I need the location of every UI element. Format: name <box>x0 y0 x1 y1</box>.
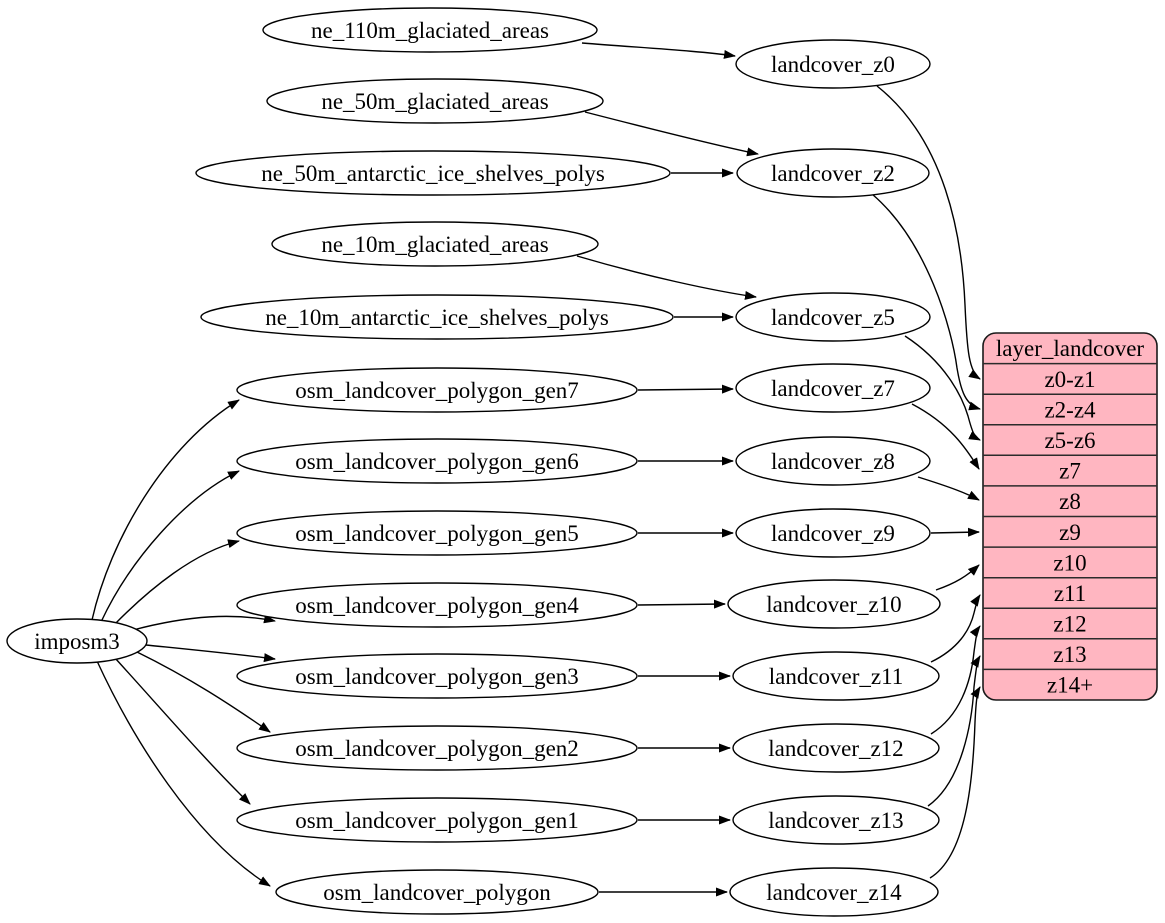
node-label: ne_10m_glaciated_areas <box>321 232 548 257</box>
node-landcover-z7: landcover_z7 <box>735 363 931 413</box>
table-row-z8: z8 <box>1059 489 1081 514</box>
node-landcover-z9: landcover_z9 <box>735 508 931 558</box>
node-landcover-z10: landcover_z10 <box>727 579 941 629</box>
node-label: landcover_z12 <box>768 736 903 761</box>
node-landcover-z11: landcover_z11 <box>732 651 940 701</box>
edge-layer <box>91 42 981 897</box>
node-osm-landcover-polygon-gen6: osm_landcover_polygon_gen6 <box>236 438 638 484</box>
table-row-z10: z10 <box>1053 550 1086 575</box>
edge-imposm3-to-gen5 <box>112 539 240 627</box>
node-ne-50m-antarctic-ice-shelves-polys: ne_50m_antarctic_ice_shelves_polys <box>195 150 671 196</box>
node-osm-landcover-polygon-gen7: osm_landcover_polygon_gen7 <box>236 367 638 413</box>
node-label: landcover_z7 <box>771 376 895 401</box>
edge-z2-to-row-z2-z4 <box>871 193 981 411</box>
edge-imposm3-to-gen7 <box>91 399 240 621</box>
edge-z0-to-row-z0-z1 <box>876 85 981 380</box>
node-osm-landcover-polygon-gen3: osm_landcover_polygon_gen3 <box>236 653 638 699</box>
edge-z8-to-row-z8 <box>917 476 980 501</box>
edge-imposm3-to-gen2 <box>136 651 271 733</box>
table-row-z2-z4: z2-z4 <box>1044 398 1096 423</box>
table-row-z14plus: z14+ <box>1047 673 1093 698</box>
node-osm-landcover-polygon-gen2: osm_landcover_polygon_gen2 <box>236 725 638 771</box>
edge-z11-to-row-z11 <box>930 594 981 663</box>
node-label: landcover_z13 <box>768 808 903 833</box>
node-label: osm_landcover_polygon <box>323 880 551 905</box>
node-label: osm_landcover_polygon_gen7 <box>295 378 579 403</box>
node-label: osm_landcover_polygon_gen3 <box>295 664 579 689</box>
node-imposm3: imposm3 <box>6 618 148 664</box>
node-label: landcover_z0 <box>771 52 895 77</box>
node-label: osm_landcover_polygon_gen6 <box>295 449 579 474</box>
node-osm-landcover-polygon: osm_landcover_polygon <box>275 869 599 915</box>
node-osm-landcover-polygon-gen4: osm_landcover_polygon_gen4 <box>236 582 638 628</box>
edge-ne10m-glaciated-to-z5 <box>576 255 757 300</box>
node-ne-10m-antarctic-ice-shelves-polys: ne_10m_antarctic_ice_shelves_polys <box>200 294 674 340</box>
node-osm-landcover-polygon-gen5: osm_landcover_polygon_gen5 <box>236 510 638 556</box>
node-label: ne_110m_glaciated_areas <box>311 18 549 43</box>
edge-gen7-to-z7 <box>637 384 734 394</box>
node-landcover-z2: landcover_z2 <box>736 148 930 198</box>
edge-z5-to-row-z5-z6 <box>904 335 981 441</box>
node-landcover-z12: landcover_z12 <box>732 723 940 773</box>
node-ne-10m-glaciated-areas: ne_10m_glaciated_areas <box>271 221 599 267</box>
node-label: osm_landcover_polygon_gen2 <box>295 736 579 761</box>
node-label: landcover_z5 <box>771 305 895 330</box>
edge-imposm3-to-gen3 <box>145 644 276 663</box>
node-label: osm_landcover_polygon_gen4 <box>295 593 579 618</box>
node-osm-landcover-polygon-gen1: osm_landcover_polygon_gen1 <box>236 797 638 843</box>
node-landcover-z8: landcover_z8 <box>735 436 931 486</box>
edge-imposm3-to-polygon <box>96 660 271 887</box>
node-label: ne_10m_antarctic_ice_shelves_polys <box>265 305 609 330</box>
node-label: ne_50m_antarctic_ice_shelves_polys <box>261 161 605 186</box>
table-row-z12: z12 <box>1053 612 1086 637</box>
node-landcover-z14: landcover_z14 <box>729 867 939 917</box>
node-ne-110m-glaciated-areas: ne_110m_glaciated_areas <box>262 7 598 53</box>
edge-gen4-to-z10 <box>637 599 726 609</box>
edge-z10-to-row-z10 <box>935 564 980 591</box>
edge-z9-to-row-z9 <box>930 527 980 537</box>
edge-z14-to-row-z14plus <box>929 686 981 879</box>
node-landcover-z5: landcover_z5 <box>735 292 931 342</box>
node-ne-50m-glaciated-areas: ne_50m_glaciated_areas <box>266 78 604 124</box>
table-row-z11: z11 <box>1054 581 1086 606</box>
table-layer-landcover: layer_landcover z0-z1 z2-z4 z5-z6 z7 z8 … <box>982 332 1158 701</box>
node-label: osm_landcover_polygon_gen1 <box>295 808 579 833</box>
node-label-imposm3: imposm3 <box>34 629 120 654</box>
node-label: osm_landcover_polygon_gen5 <box>295 521 579 546</box>
node-label: landcover_z9 <box>771 521 895 546</box>
edge-ne50m-glaciated-to-z2 <box>584 111 759 157</box>
table-row-z5-z6: z5-z6 <box>1044 428 1095 453</box>
node-label: landcover_z11 <box>769 664 904 689</box>
node-landcover-z13: landcover_z13 <box>732 795 940 845</box>
edge-imposm3-to-gen1 <box>114 657 251 805</box>
table-row-z7: z7 <box>1059 459 1081 484</box>
edge-imposm3-to-gen4 <box>132 614 276 631</box>
node-label: ne_50m_glaciated_areas <box>321 89 548 114</box>
edge-imposm3-to-gen6 <box>100 470 240 623</box>
edge-ne110m-to-z0 <box>581 42 736 59</box>
table-header: layer_landcover <box>996 336 1144 361</box>
node-landcover-z0: landcover_z0 <box>735 39 931 89</box>
node-label: landcover_z10 <box>766 592 901 617</box>
node-label: landcover_z2 <box>771 161 895 186</box>
table-row-z9: z9 <box>1059 520 1081 545</box>
node-label: landcover_z14 <box>766 880 902 905</box>
table-row-z13: z13 <box>1053 642 1086 667</box>
edge-z7-to-row-z7 <box>911 403 980 470</box>
node-label: landcover_z8 <box>771 449 895 474</box>
table-row-z0-z1: z0-z1 <box>1044 367 1095 392</box>
